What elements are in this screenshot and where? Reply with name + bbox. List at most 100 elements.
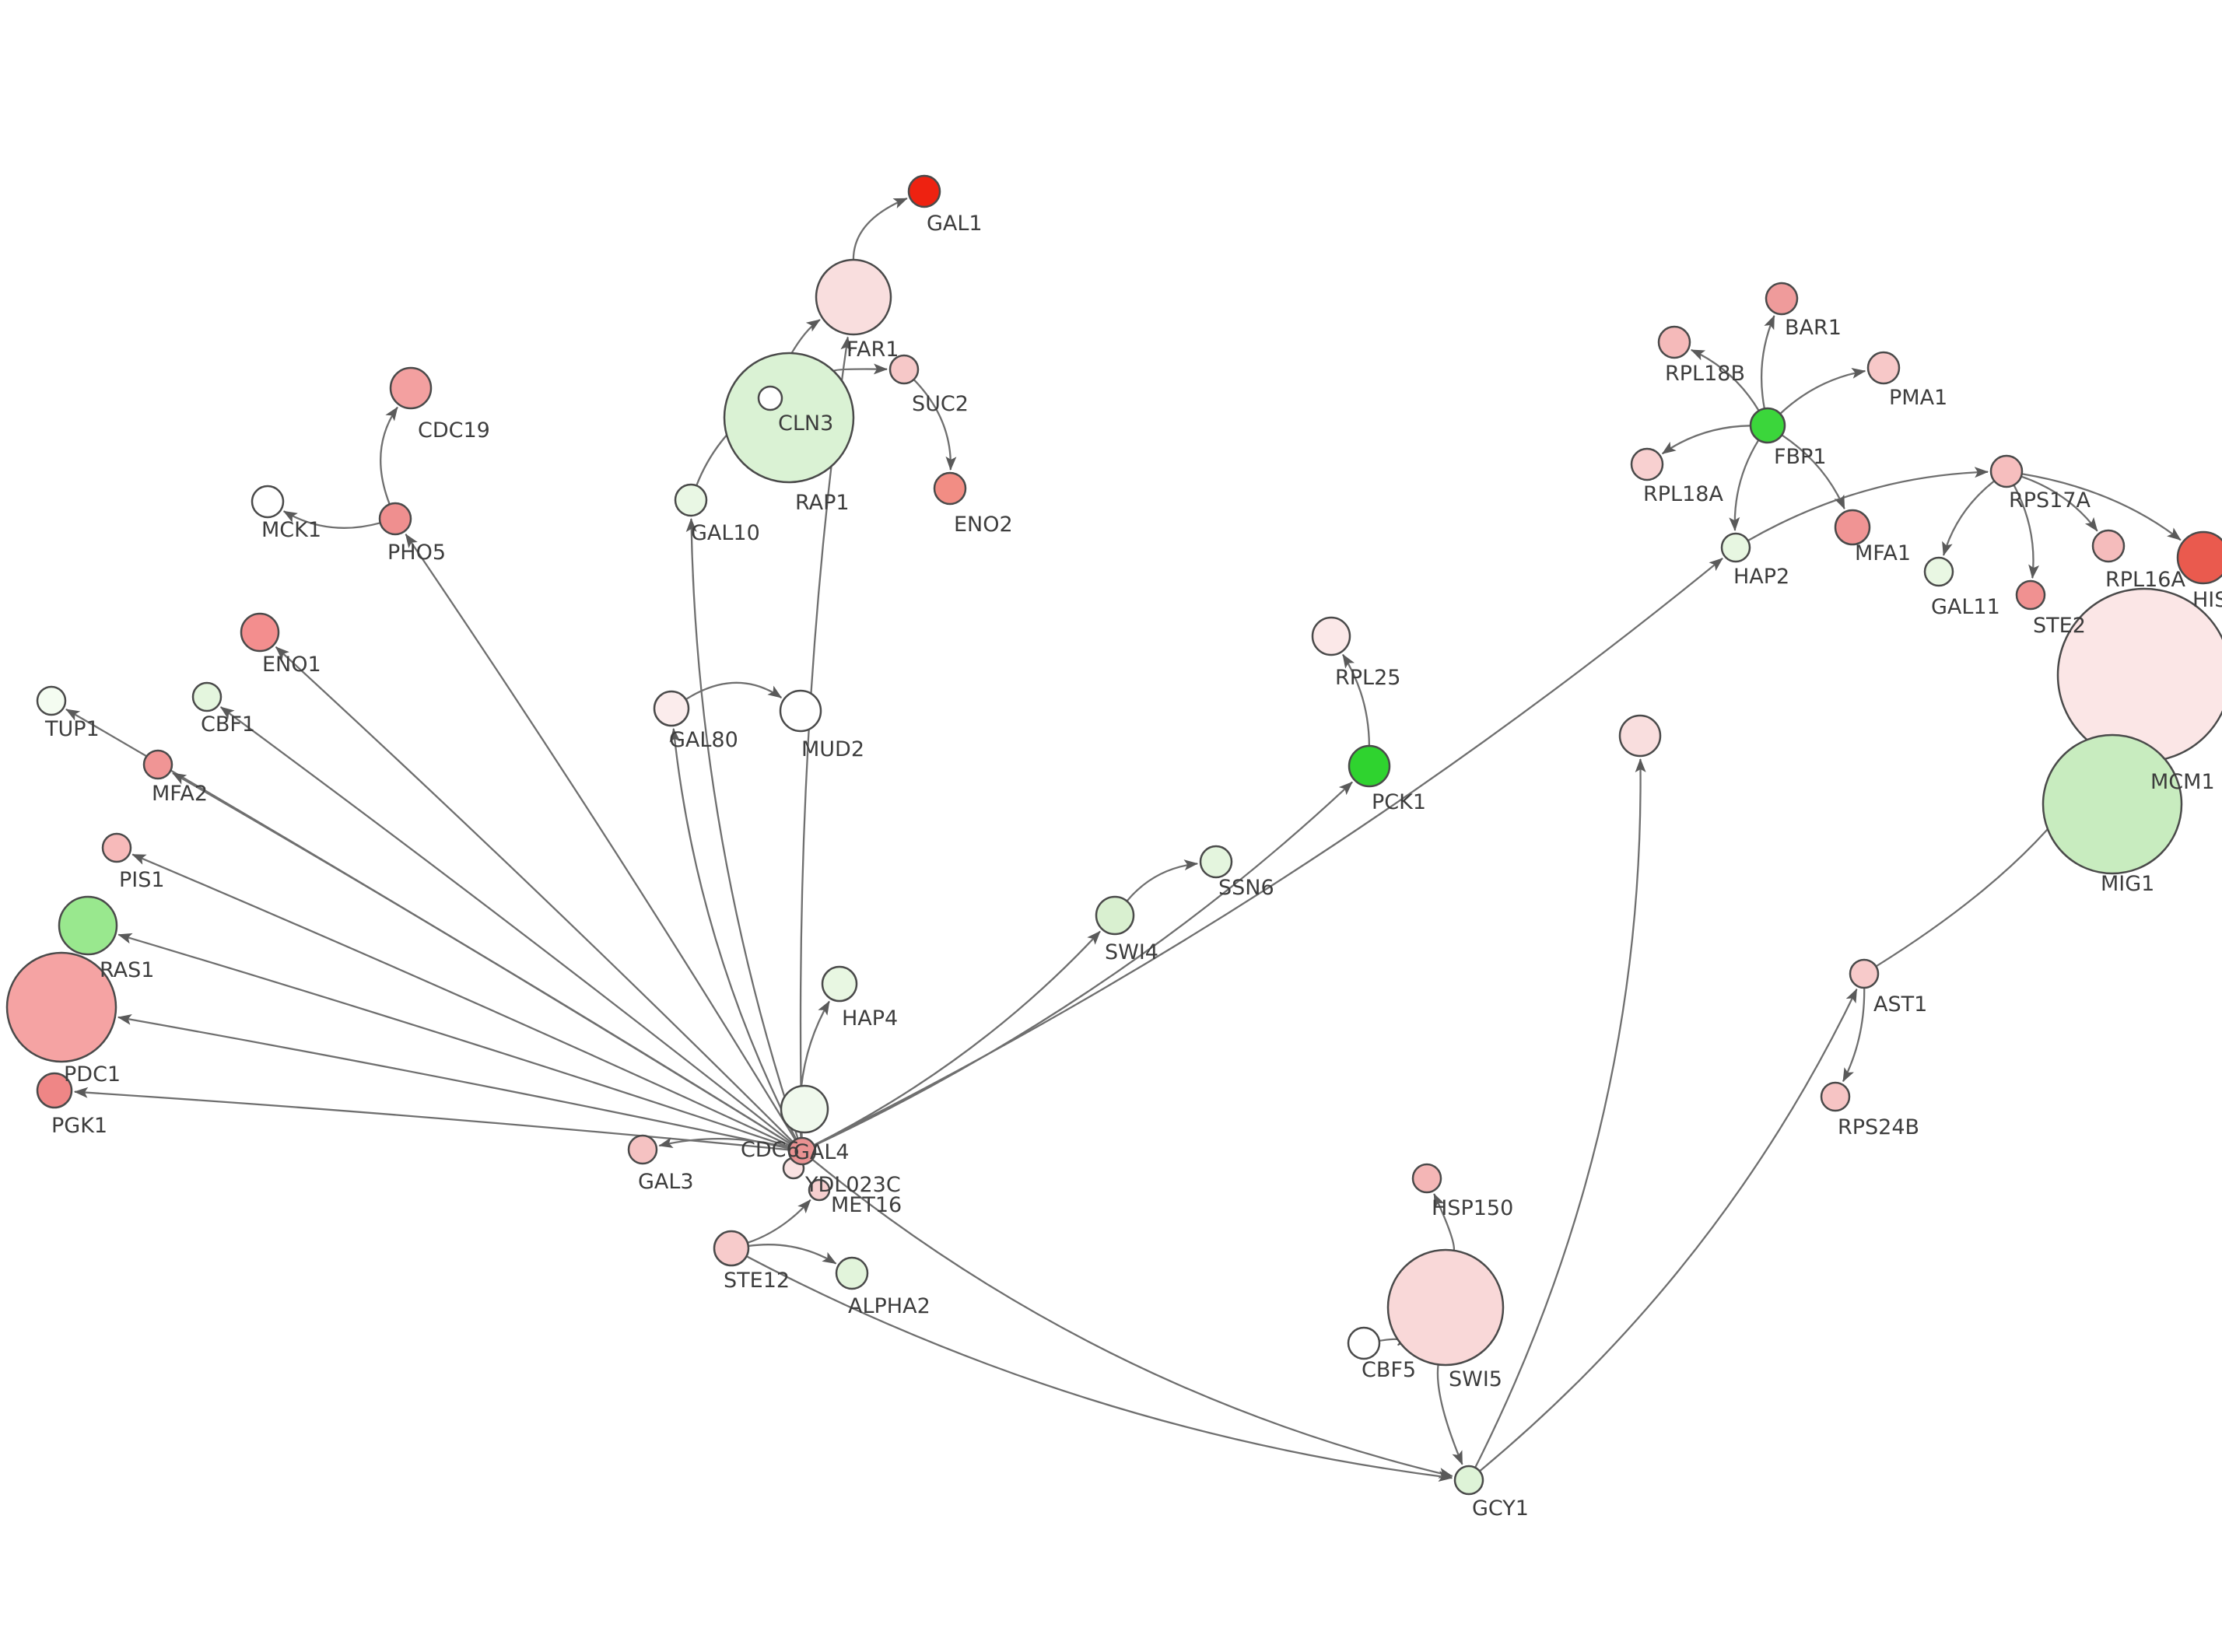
edge-gcy1-ast1[interactable] <box>1479 988 1858 1472</box>
node-ast1[interactable] <box>1849 958 1880 989</box>
node-gal3[interactable] <box>627 1134 658 1165</box>
node-mig1[interactable] <box>2042 733 2183 875</box>
node-rpl25[interactable] <box>1311 616 1351 656</box>
edge-rps17a-rpl16a[interactable] <box>2020 475 2098 532</box>
node-rps24b[interactable] <box>1820 1081 1851 1112</box>
edge-gal4-gal3[interactable] <box>658 1137 790 1149</box>
node-fbp1[interactable] <box>1749 407 1786 444</box>
node-mfa1[interactable] <box>1834 509 1871 546</box>
node-gal1[interactable] <box>907 174 941 208</box>
node-mfa2[interactable] <box>142 749 173 780</box>
edge-ste12-met16[interactable] <box>747 1199 811 1244</box>
node-cln3[interactable] <box>757 385 783 411</box>
edge-fbp1-mfa1[interactable] <box>1781 434 1845 510</box>
node-gcy1[interactable] <box>1453 1465 1484 1496</box>
node-nodeu[interactable] <box>1618 714 1662 758</box>
edge-pho5-cdc19[interactable] <box>380 406 398 505</box>
edge-gcy1-nodeu[interactable] <box>1474 758 1646 1468</box>
edge-gal4-gal80[interactable] <box>669 727 797 1140</box>
edge-gal4-pho5[interactable] <box>405 534 797 1141</box>
edge-swi5-hsp150[interactable] <box>1433 1193 1456 1251</box>
edge-ste12-alpha2[interactable] <box>748 1244 837 1265</box>
edge-ste12-gcy1[interactable] <box>745 1255 1453 1482</box>
edge-gal4-pck1[interactable] <box>813 781 1353 1146</box>
edge-fbp1-hap2[interactable] <box>1729 439 1760 531</box>
node-rpl18a[interactable] <box>1630 447 1664 481</box>
node-pho5[interactable] <box>378 502 412 536</box>
node-suc2[interactable] <box>888 354 920 385</box>
node-rps17a[interactable] <box>1989 454 2024 488</box>
node-pis1[interactable] <box>101 832 132 863</box>
edge-gal4-eno1[interactable] <box>275 646 794 1143</box>
node-cbf5[interactable] <box>1347 1326 1381 1360</box>
edge-fbp1-pma1[interactable] <box>1779 367 1866 415</box>
node-rpl16a[interactable] <box>2091 529 2126 563</box>
node-rap1[interactable] <box>723 352 855 484</box>
edge-pho5-mck1[interactable] <box>282 510 381 529</box>
edge-gal80-mud2[interactable] <box>685 681 783 701</box>
edge-gal4-gal10[interactable] <box>685 518 799 1139</box>
node-label-cbf5: CBF5 <box>1362 1358 1416 1382</box>
node-swi4[interactable] <box>1095 895 1135 936</box>
edge-rps17a-gal11[interactable] <box>1942 480 1996 556</box>
edge-gal4-pis1[interactable] <box>131 853 791 1146</box>
node-far1[interactable] <box>815 258 892 336</box>
node-bar1[interactable] <box>1765 282 1799 316</box>
node-label-rpl18a: RPL18A <box>1643 482 1723 506</box>
node-cdc19[interactable] <box>389 366 433 410</box>
node-hap2[interactable] <box>1720 532 1751 563</box>
node-ste2[interactable] <box>2015 579 2046 611</box>
node-ste12[interactable] <box>713 1230 750 1267</box>
node-his4[interactable] <box>2176 530 2222 585</box>
node-pdc1[interactable] <box>5 951 117 1063</box>
edge-gal4-pdc1[interactable] <box>117 1013 790 1150</box>
node-alpha2[interactable] <box>835 1256 869 1290</box>
node-ras1[interactable] <box>58 895 118 956</box>
edge-far1-gal1[interactable] <box>852 198 908 261</box>
node-eno2[interactable] <box>933 471 967 506</box>
edge-gal4-gcy1[interactable] <box>811 1158 1453 1479</box>
edge-ast1-rps24b[interactable] <box>1842 987 1866 1083</box>
node-eno1[interactable] <box>240 612 280 653</box>
edge-swi5-gcy1[interactable] <box>1436 1364 1463 1465</box>
node-gal10[interactable] <box>674 483 708 517</box>
edge-gal4-swi4[interactable] <box>813 930 1101 1146</box>
edge-gal4-hap2[interactable] <box>813 558 1723 1146</box>
node-hap4[interactable] <box>821 965 858 1003</box>
node-gal4[interactable] <box>787 1136 817 1166</box>
node-cbf1[interactable] <box>191 681 223 712</box>
node-mud2[interactable] <box>779 689 822 733</box>
edge-pck1-rpl25[interactable] <box>1342 653 1371 747</box>
edge-fbp1-rpl18b[interactable] <box>1690 348 1760 411</box>
edge-swi4-ssn6[interactable] <box>1126 859 1199 902</box>
node-cdc6[interactable] <box>780 1084 829 1134</box>
node-pck1[interactable] <box>1348 744 1391 788</box>
node-mck1[interactable] <box>251 485 285 519</box>
edge-gal4-ras1[interactable] <box>117 933 790 1148</box>
node-label-bar1: BAR1 <box>1785 316 1842 340</box>
node-ssn6[interactable] <box>1199 845 1233 879</box>
edge-fbp1-bar1[interactable] <box>1760 315 1775 409</box>
node-pma1[interactable] <box>1866 351 1901 385</box>
edge-rps17a-ste2[interactable] <box>2013 485 2040 579</box>
edge-gal4-mfa2[interactable] <box>172 772 792 1145</box>
edge-gal4-cbf1[interactable] <box>219 706 793 1144</box>
node-label-pdc1: PDC1 <box>64 1062 121 1087</box>
edge-gal4-pgk1[interactable] <box>73 1087 790 1151</box>
edge-rps17a-his4[interactable] <box>2021 473 2182 541</box>
node-gal80[interactable] <box>653 690 690 727</box>
node-rpl18b[interactable] <box>1657 325 1691 359</box>
edge-rap1-suc2[interactable] <box>832 363 888 375</box>
node-swi5[interactable] <box>1386 1248 1505 1367</box>
node-label-pck1: PCK1 <box>1372 790 1426 814</box>
node-met16[interactable] <box>808 1178 831 1202</box>
edge-hap2-rps17a[interactable] <box>1747 467 1989 542</box>
edge-fbp1-rpl18a[interactable] <box>1661 425 1751 455</box>
edge-suc2-eno2[interactable] <box>913 379 957 471</box>
node-pgk1[interactable] <box>36 1072 73 1109</box>
node-gal11[interactable] <box>1923 556 1954 587</box>
node-label-rap1: RAP1 <box>795 491 850 515</box>
node-tup1[interactable] <box>36 685 67 716</box>
node-label-gal4: GAL4 <box>794 1140 850 1164</box>
node-hsp150[interactable] <box>1411 1163 1442 1194</box>
